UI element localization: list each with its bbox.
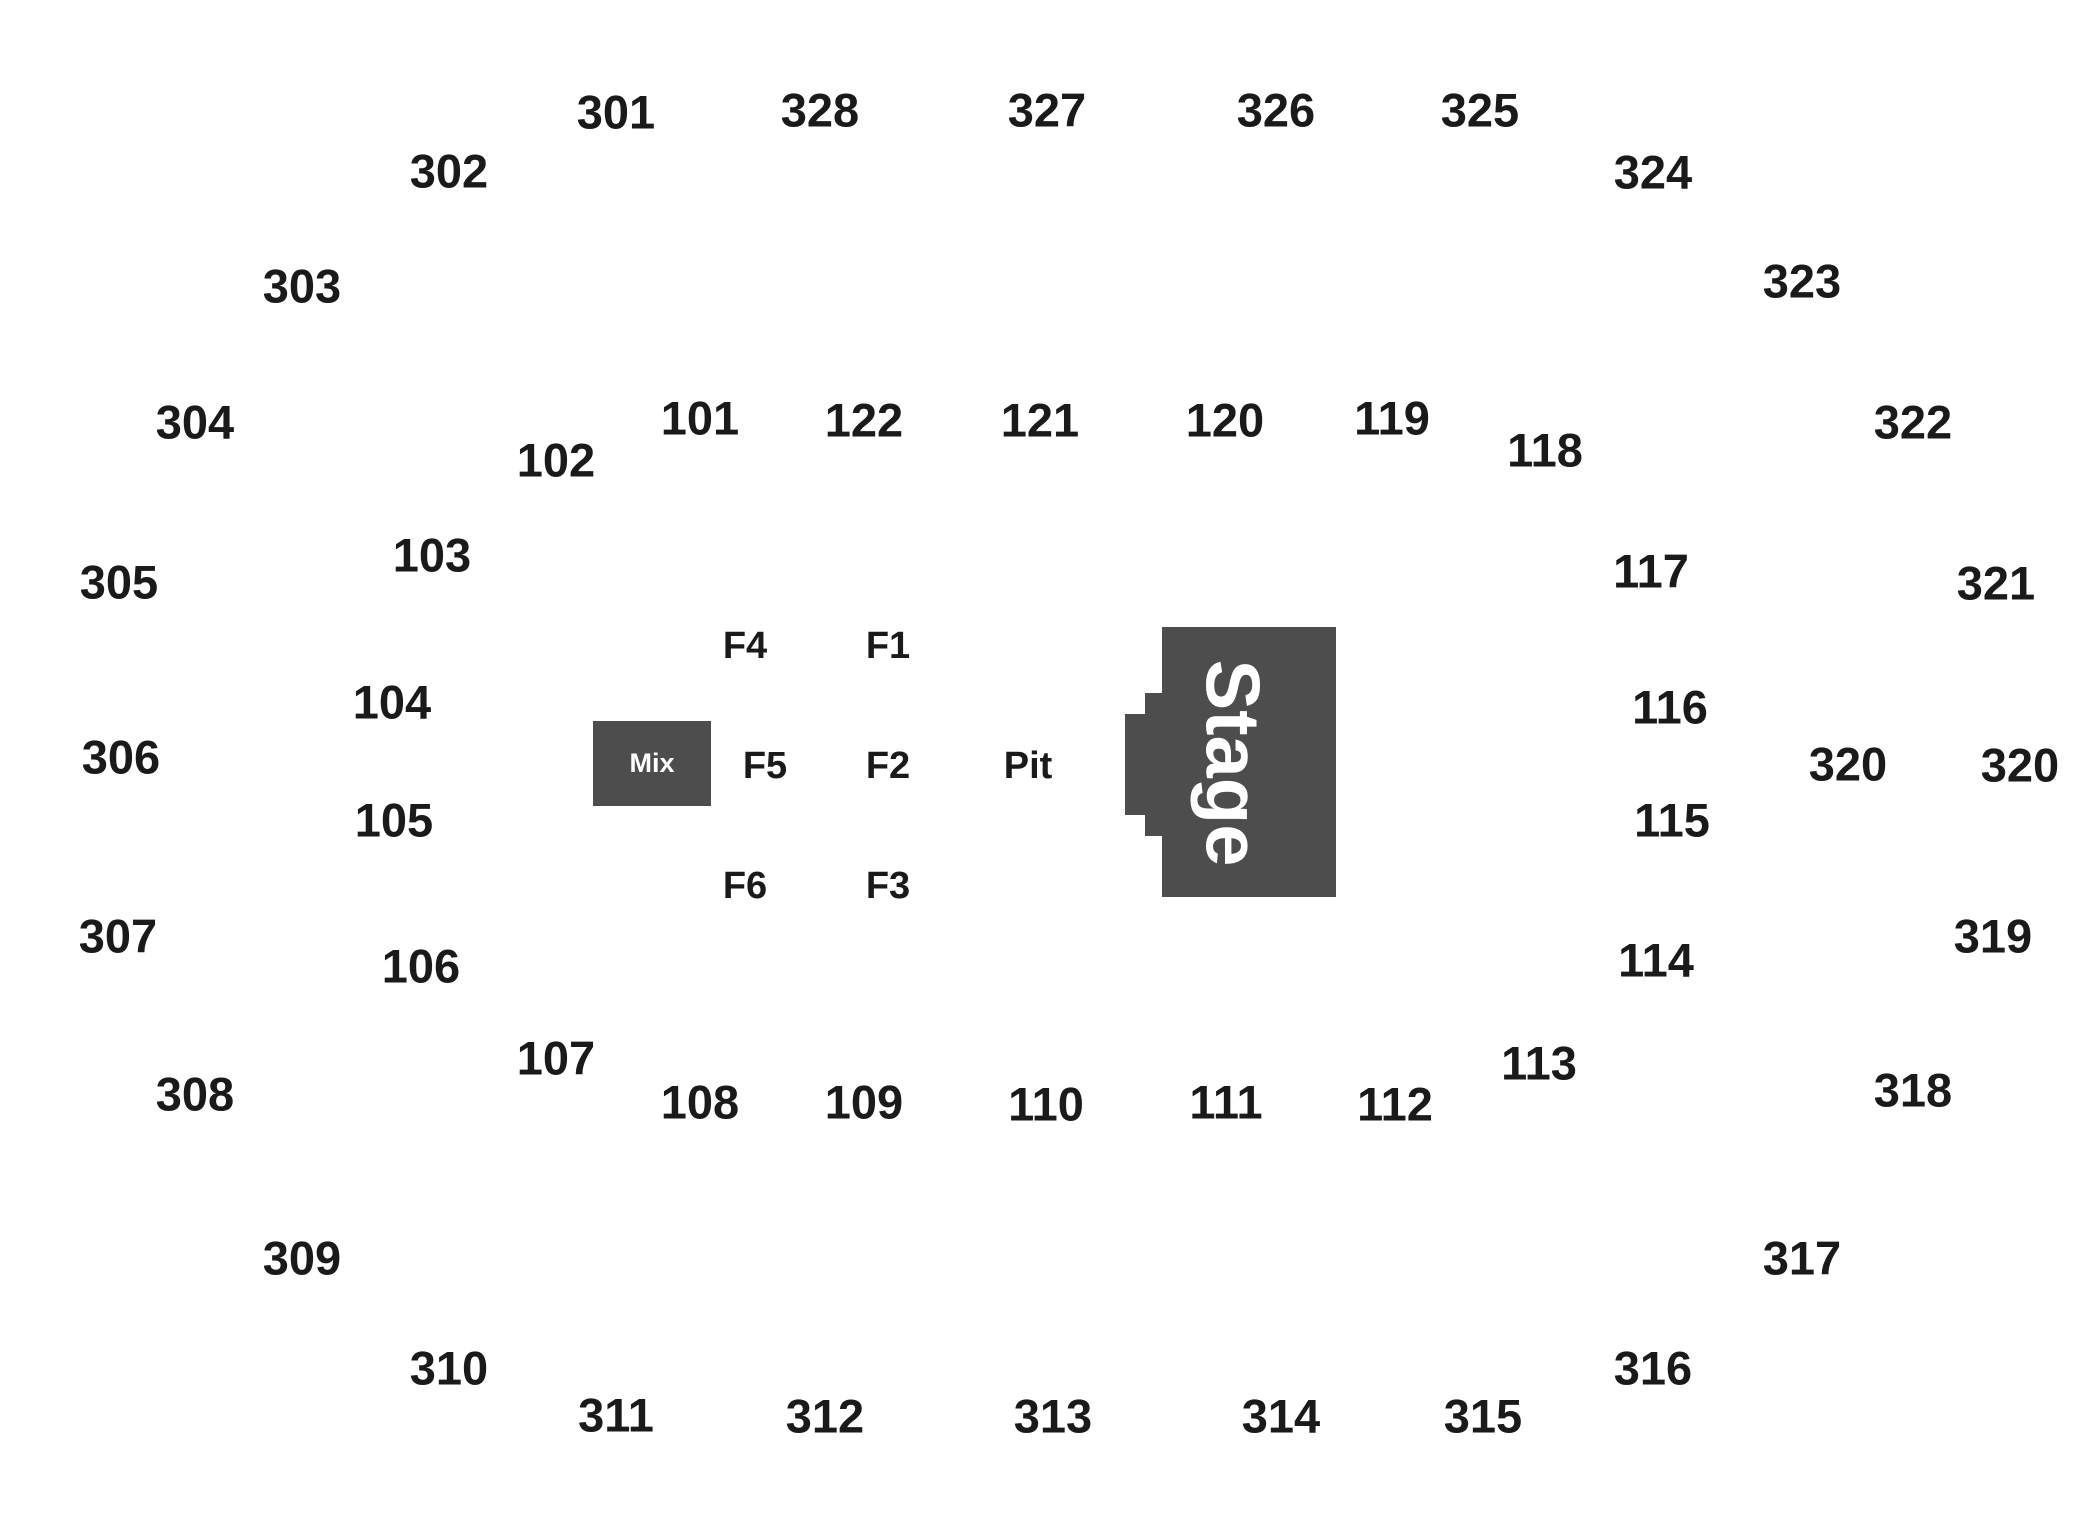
section-303[interactable]: 303	[263, 260, 341, 313]
section-326[interactable]: 326	[1237, 84, 1315, 137]
section-112[interactable]: 112	[1357, 1078, 1433, 1131]
section-309[interactable]: 309	[263, 1232, 341, 1285]
section-320[interactable]: 320	[1981, 739, 2059, 792]
section-304[interactable]: 304	[156, 396, 234, 449]
section-311[interactable]: 311	[578, 1389, 654, 1442]
floor-section-f2[interactable]: F2	[866, 745, 910, 787]
section-120[interactable]: 120	[1186, 394, 1264, 447]
section-109[interactable]: 109	[825, 1076, 903, 1129]
section-106[interactable]: 106	[382, 940, 460, 993]
section-114[interactable]: 114	[1618, 934, 1694, 987]
section-324[interactable]: 324	[1614, 146, 1692, 199]
section-310[interactable]: 310	[410, 1342, 488, 1395]
mix-label: Mix	[629, 748, 674, 778]
section-321[interactable]: 321	[1957, 557, 2035, 610]
section-316[interactable]: 316	[1614, 1342, 1692, 1395]
section-315[interactable]: 315	[1444, 1390, 1522, 1443]
section-108[interactable]: 108	[661, 1076, 739, 1129]
stage[interactable]: Stage	[1125, 627, 1336, 897]
stage-shape	[1125, 627, 1336, 897]
floor-section-f4[interactable]: F4	[723, 625, 767, 667]
section-105[interactable]: 105	[355, 794, 433, 847]
lower-level-sections: 101 102 103 104 105 106 107 108 109 110 111 112 113 1…	[353, 392, 1710, 1131]
section-110[interactable]: 110	[1008, 1078, 1084, 1131]
section-308[interactable]: 308	[156, 1068, 234, 1121]
section-320[interactable]: 320	[1809, 738, 1887, 791]
section-117[interactable]: 117	[1613, 545, 1689, 598]
section-102[interactable]: 102	[517, 434, 595, 487]
section-116[interactable]: 116	[1632, 681, 1708, 734]
section-314[interactable]: 314	[1242, 1390, 1320, 1443]
section-305[interactable]: 305	[80, 556, 158, 609]
section-107[interactable]: 107	[517, 1032, 595, 1085]
section-325[interactable]: 325	[1441, 84, 1519, 137]
section-119[interactable]: 119	[1354, 392, 1430, 445]
section-327[interactable]: 327	[1008, 84, 1086, 137]
section-101[interactable]: 101	[661, 392, 739, 445]
stage-label: Stage	[1190, 660, 1275, 867]
section-301[interactable]: 301	[577, 86, 655, 139]
floor-section-f6[interactable]: F6	[723, 865, 767, 907]
floor-section-f1[interactable]: F1	[866, 625, 910, 667]
mix-box	[593, 721, 711, 806]
section-122[interactable]: 122	[825, 394, 903, 447]
section-118[interactable]: 118	[1507, 424, 1583, 477]
section-328[interactable]: 328	[781, 84, 859, 137]
section-121[interactable]: 121	[1001, 394, 1079, 447]
section-322[interactable]: 322	[1874, 396, 1952, 449]
section-306[interactable]: 306	[82, 731, 160, 784]
section-319[interactable]: 319	[1954, 910, 2032, 963]
section-115[interactable]: 115	[1634, 794, 1710, 847]
upper-level-sections: 301 302 303 304 305 306 307 308 309 310 311 312 313 3…	[79, 84, 2059, 1443]
section-312[interactable]: 312	[786, 1390, 864, 1443]
section-323[interactable]: 323	[1763, 255, 1841, 308]
section-313[interactable]: 313	[1014, 1390, 1092, 1443]
section-317[interactable]: 317	[1763, 1232, 1841, 1285]
floor-section-f3[interactable]: F3	[866, 865, 910, 907]
section-113[interactable]: 113	[1501, 1037, 1577, 1090]
section-111[interactable]: 111	[1189, 1076, 1262, 1129]
mix-position: Mix	[593, 721, 711, 806]
section-103[interactable]: 103	[393, 529, 471, 582]
section-318[interactable]: 318	[1874, 1064, 1952, 1117]
floor-section-f5[interactable]: F5	[743, 745, 787, 787]
section-104[interactable]: 104	[353, 676, 431, 729]
floor-section-pit[interactable]: Pit	[1004, 745, 1053, 787]
section-307[interactable]: 307	[79, 910, 157, 963]
section-302[interactable]: 302	[410, 145, 488, 198]
